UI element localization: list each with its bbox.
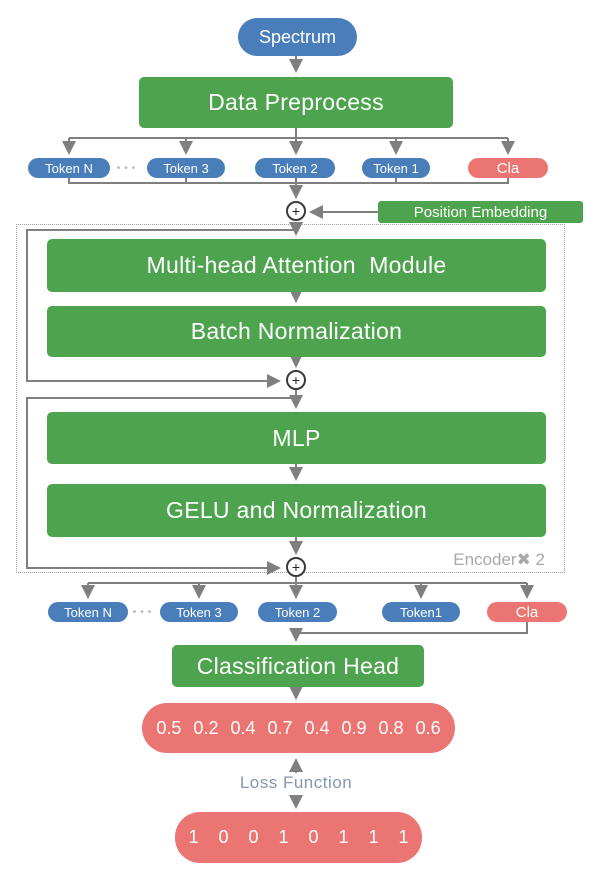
token-1-row1: Token 1 (362, 158, 430, 178)
encoder-times-2-label: Encoder✖ 2 (453, 550, 545, 569)
residual-add-2-icon: + (286, 557, 306, 577)
loss-function-label: Loss Function (239, 773, 353, 792)
token-2-row2: Token 2 (258, 602, 337, 622)
spectrum-node: Spectrum (238, 18, 357, 56)
token-n-row2: Token N (48, 602, 128, 622)
token-2-row1: Token 2 (255, 158, 335, 178)
classification-head-box: Classification Head (172, 645, 424, 687)
add-position-icon: + (286, 201, 306, 221)
batch-normalization-box: Batch Normalization (47, 306, 546, 357)
target-labels-box: 1 0 0 1 0 1 1 1 (175, 812, 422, 863)
token-1-row2: Token1 (382, 602, 460, 622)
mlp-box: MLP (47, 412, 546, 464)
cla-token-row2: Cla (487, 602, 567, 622)
residual-add-1-icon: + (286, 370, 306, 390)
token-3-row1: Token 3 (147, 158, 225, 178)
position-embedding-box: Position Embedding (378, 201, 583, 223)
token-3-row2: Token 3 (160, 602, 238, 622)
ellipsis-dots-row1: ••• (116, 162, 140, 174)
token-n-row1: Token N (28, 158, 110, 178)
cla-token-row1: Cla (468, 158, 548, 178)
gelu-normalization-box: GELU and Normalization (47, 484, 546, 537)
ellipsis-dots-row2: ••• (132, 606, 156, 618)
data-preprocess-box: Data Preprocess (139, 77, 453, 128)
multi-head-attention-box: Multi-head Attention Module (47, 239, 546, 292)
output-probabilities-box: 0.5 0.2 0.4 0.7 0.4 0.9 0.8 0.6 (142, 703, 455, 753)
